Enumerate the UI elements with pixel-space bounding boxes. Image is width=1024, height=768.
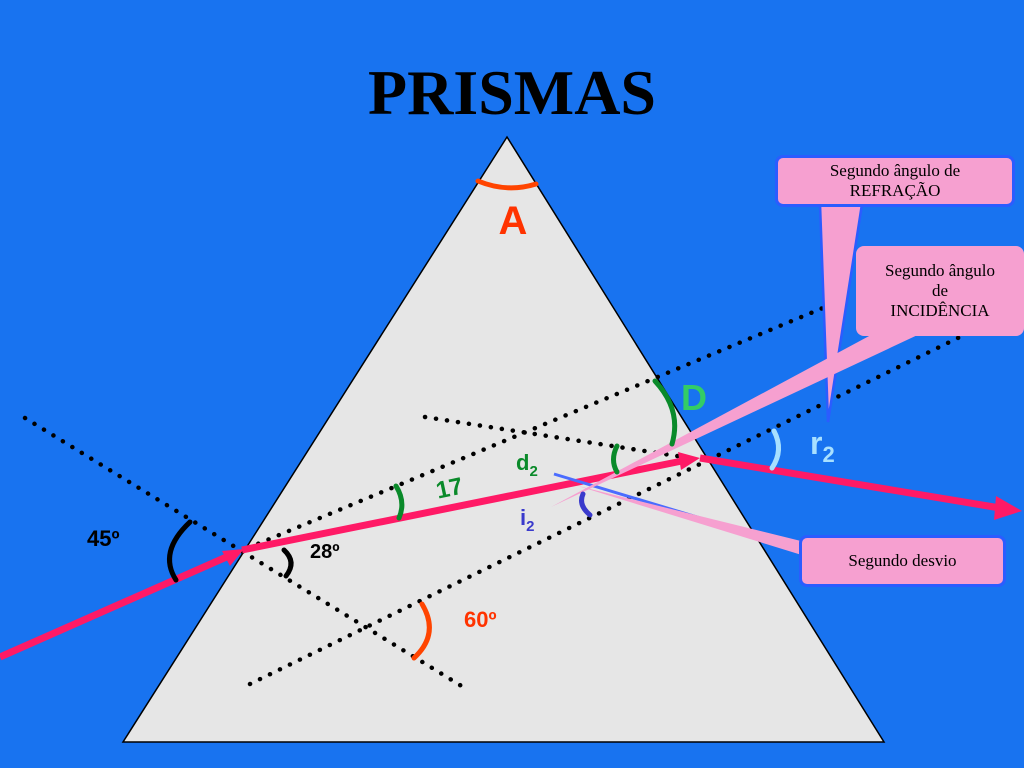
callout-refraction-line2: REFRAÇÃO — [849, 181, 941, 200]
incident-ray — [0, 551, 233, 661]
r2-label: r2 — [810, 425, 835, 467]
callout-second-refraction-angle: Segundo ângulo de REFRAÇÃO — [775, 155, 1015, 207]
incident-ray-arrowhead — [222, 549, 244, 566]
angle-17-label: 17 — [434, 473, 466, 505]
callout-second-incidence-angle: Segundo ângulo de INCIDÊNCIA — [856, 246, 1024, 336]
angle-60-label: 60º — [464, 607, 497, 632]
callout-second-deviation: Segundo desvio — [799, 535, 1006, 587]
emergent-ray — [699, 454, 1001, 512]
callout-pointers — [551, 202, 924, 556]
deviation-D-arc — [652, 378, 678, 447]
angle-arcs — [167, 178, 781, 661]
angle-i2-arc — [579, 491, 593, 518]
light-rays — [0, 452, 1022, 661]
angle-45-label: 45º — [87, 526, 120, 551]
apex-angle-arc — [475, 178, 539, 191]
page-title: PRISMAS — [368, 57, 656, 128]
normal-line-second-face — [422, 414, 693, 461]
callout-incidence-line2: de — [931, 281, 949, 300]
callout-refraction-line1: Segundo ângulo de — [829, 161, 961, 180]
angle-28-label: 28º — [310, 541, 340, 563]
i2-label: i2 — [520, 505, 534, 535]
normal-line-first-face — [22, 415, 471, 693]
angle-d2-arc — [611, 443, 620, 475]
inside-ray-arrowhead — [678, 452, 700, 470]
angle-60-arc — [411, 601, 432, 661]
callout-deviation-text: Segundo desvio — [848, 551, 957, 570]
deviation-label: D — [681, 377, 707, 418]
callout-incidence-line3: INCIDÊNCIA — [890, 301, 990, 320]
angle-r2-arc — [769, 428, 781, 471]
incidence-pointer — [551, 328, 924, 507]
normal-line-lower — [247, 333, 965, 687]
callout-incidence-line1: Segundo ângulo — [884, 261, 996, 280]
refracted-ray-inside — [241, 457, 683, 554]
deviation-pointer — [578, 486, 805, 556]
dotted-guides — [22, 302, 965, 693]
angle-17-arc — [393, 483, 405, 521]
apex-label: A — [499, 199, 528, 243]
angle-45-arc — [167, 519, 193, 583]
emergent-ray-arrowhead — [994, 496, 1022, 520]
angle-28-arc — [281, 547, 294, 579]
d2-label: d2 — [516, 450, 538, 480]
